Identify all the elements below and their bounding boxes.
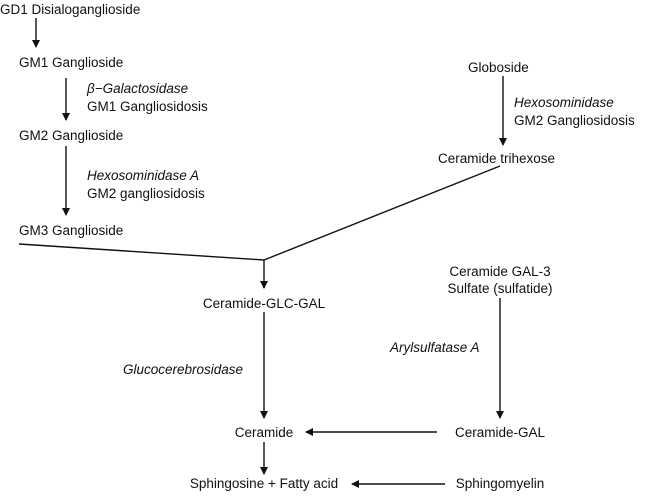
node-sphingosine-fatty-acid: Sphingosine + Fatty acid	[189, 476, 339, 491]
enzyme-hexosaminidase: Hexosominidase	[514, 95, 614, 110]
disease-gm1-gangliosidosis: GM1 Gangliosidosis	[87, 99, 208, 114]
disease-gm2-gangliosidosis-left: GM2 gangliosidosis	[87, 186, 205, 201]
enzyme-glucocerebrosidase: Glucocerebrosidase	[123, 362, 244, 377]
node-globoside: Globoside	[468, 60, 529, 75]
line-trihexose-to-junction	[263, 165, 501, 261]
disease-gm2-gangliosidosis-right: GM2 Gangliosidosis	[514, 113, 635, 128]
enzyme-arylsulfatase-a: Arylsulfatase A	[390, 340, 480, 355]
node-ceramide-glc-gal: Ceramide-GLC-GAL	[202, 296, 326, 311]
line-gm3-to-junction	[18, 243, 265, 261]
node-sphingomyelin: Sphingomyelin	[455, 476, 545, 491]
node-gm3-ganglioside: GM3 Ganglioside	[19, 223, 124, 238]
node-ceramide-trihexose: Ceramide trihexose	[438, 151, 556, 166]
node-gm2-ganglioside: GM2 Ganglioside	[19, 128, 124, 143]
node-ceramide-gal3-line1: Ceramide GAL-3	[449, 264, 551, 279]
enzyme-hexosaminidase-a: Hexosominidase A	[87, 168, 200, 183]
node-gm1-ganglioside: GM1 Ganglioside	[19, 55, 124, 70]
node-gd1-disialoganglioside: GD1 Disialoganglioside	[0, 2, 141, 17]
node-ceramide-gal3-line2: Sulfate (sulfatide)	[447, 281, 553, 296]
node-ceramide: Ceramide	[234, 425, 294, 440]
enzyme-beta-galactosidase: β−Galactosidase	[87, 81, 189, 96]
node-ceramide-gal: Ceramide-GAL	[454, 425, 546, 440]
